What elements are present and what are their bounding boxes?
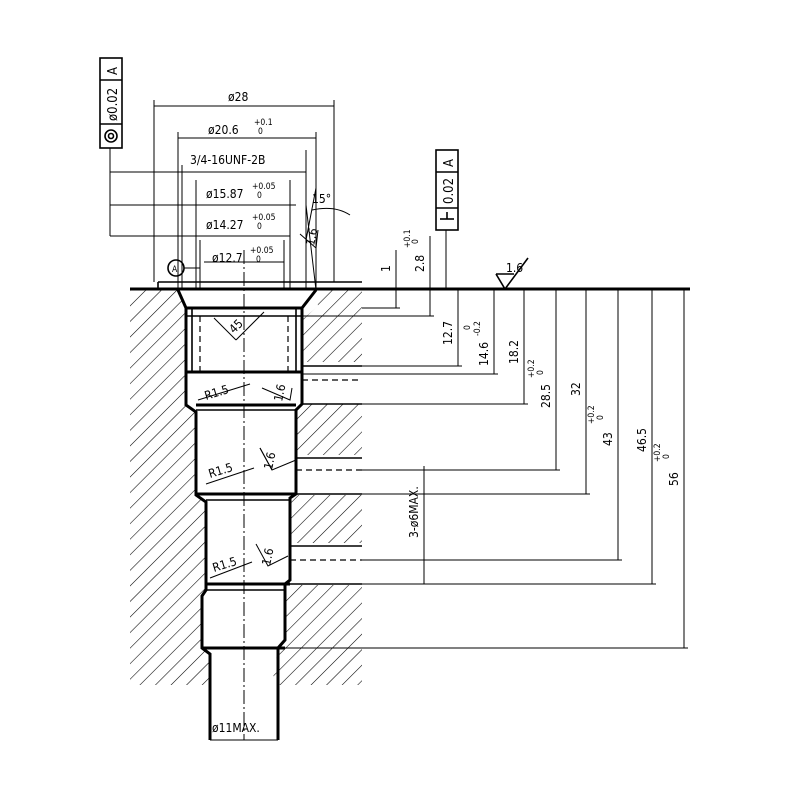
dim-depth-32: 32 <box>569 382 583 396</box>
dim-d11: ø11MAX. <box>212 721 260 735</box>
concentricity-value: ø0.02 <box>106 88 121 121</box>
side-holes <box>290 365 362 585</box>
dim-depth-28-5-tol-up: +0.2 <box>527 359 537 378</box>
rough-4: 1.6 <box>303 227 320 247</box>
dim-depth-12-7: 12.7 <box>441 321 455 345</box>
dim-d14-27-tol-lo: 0 <box>257 222 262 232</box>
dim-depth-18-2: 18.2 <box>507 340 521 364</box>
dim-depth-43: 43 <box>601 432 615 446</box>
rough-top-value: 1.6 <box>506 261 523 275</box>
dim-depth-43-tol-up: +0.2 <box>587 405 597 424</box>
dim-d20-6-tol-lo: 0 <box>258 127 263 137</box>
dim-d12-7-tol-up: +0.05 <box>250 246 274 256</box>
material-hatch-left <box>130 290 210 685</box>
dim-d28: ø28 <box>228 90 248 104</box>
dim-depth-28-5-tol-lo: 0 <box>536 370 546 375</box>
dim-depth-14-6-tol-lo: -0.2 <box>473 321 483 336</box>
datum-a-marker: A <box>167 259 200 277</box>
dim-depth-2-8-tol-up: +0.1 <box>403 229 413 248</box>
dim-depth-28-5: 28.5 <box>539 384 553 408</box>
roughness-top: 1.6 <box>495 257 529 291</box>
perpendicularity-datum: A <box>442 159 457 167</box>
concentricity-frame: A ø0.02 <box>99 57 123 236</box>
dim-d20-6: ø20.6 <box>208 123 239 137</box>
diameter-dimensions: ø28 ø20.6 +0.1 0 3/4-16UNF-2B ø15.87 +0.… <box>110 90 351 291</box>
rough-3: 1.6 <box>259 547 276 567</box>
concentricity-datum: A <box>106 67 121 75</box>
rough-2: 1.6 <box>261 451 278 471</box>
dim-depth-46-5: 46.5 <box>635 428 649 452</box>
dim-holes: 3-ø6MAX. <box>407 486 421 538</box>
dim-depth-2-8-tol-lo: 0 <box>411 239 421 244</box>
dim-depth-56-tol-lo: 0 <box>662 454 672 459</box>
dim-d15-87: ø15.87 <box>206 187 244 201</box>
depth-dimensions: 1 2.8 +0.1 0 12.7 14.6 0 -0.2 18.2 28.5 … <box>285 229 688 649</box>
rough-1: 1.6 <box>271 383 288 403</box>
dim-d15-87-tol-lo: 0 <box>257 191 262 201</box>
dim-d15-87-tol-up: +0.05 <box>252 182 276 192</box>
dim-d20-6-tol-up: +0.1 <box>254 118 273 128</box>
radius-labels: R1.5 R1.5 R1.5 <box>197 382 255 579</box>
dim-depth-2-8: 2.8 <box>413 255 427 272</box>
perpendicularity-value: 0.02 <box>442 178 457 204</box>
dim-depth-14-6: 14.6 <box>477 342 491 366</box>
dim-depth-14-6-tol-up: 0 <box>463 325 473 330</box>
perpendicularity-icon <box>440 212 454 220</box>
dim-depth-56-tol-up: +0.2 <box>653 443 663 462</box>
wall-roughness: 1.6 1.6 1.6 1.6 <box>255 227 321 567</box>
dim-d12-7-tol-lo: 0 <box>256 255 261 265</box>
dim-depth-43-tol-lo: 0 <box>596 415 606 420</box>
radius-1: R1.5 <box>203 382 231 403</box>
dim-thread: 3/4-16UNF-2B <box>190 153 265 167</box>
bottom-diameter: ø11MAX. <box>210 721 278 741</box>
dim-depth-56: 56 <box>667 472 681 486</box>
dim-d14-27: ø14.27 <box>206 218 244 232</box>
datum-label: A <box>172 265 178 275</box>
dim-depth-1: 1 <box>379 265 393 272</box>
radius-3: R1.5 <box>211 554 239 575</box>
perpendicularity-frame: A 0.02 <box>435 149 459 289</box>
dim-d12-7: ø12.7 <box>212 251 243 265</box>
dim-angle-15: 15° <box>312 192 331 206</box>
concentricity-icon <box>104 129 118 143</box>
radius-2: R1.5 <box>207 460 235 481</box>
dim-d14-27-tol-up: +0.05 <box>252 213 276 223</box>
